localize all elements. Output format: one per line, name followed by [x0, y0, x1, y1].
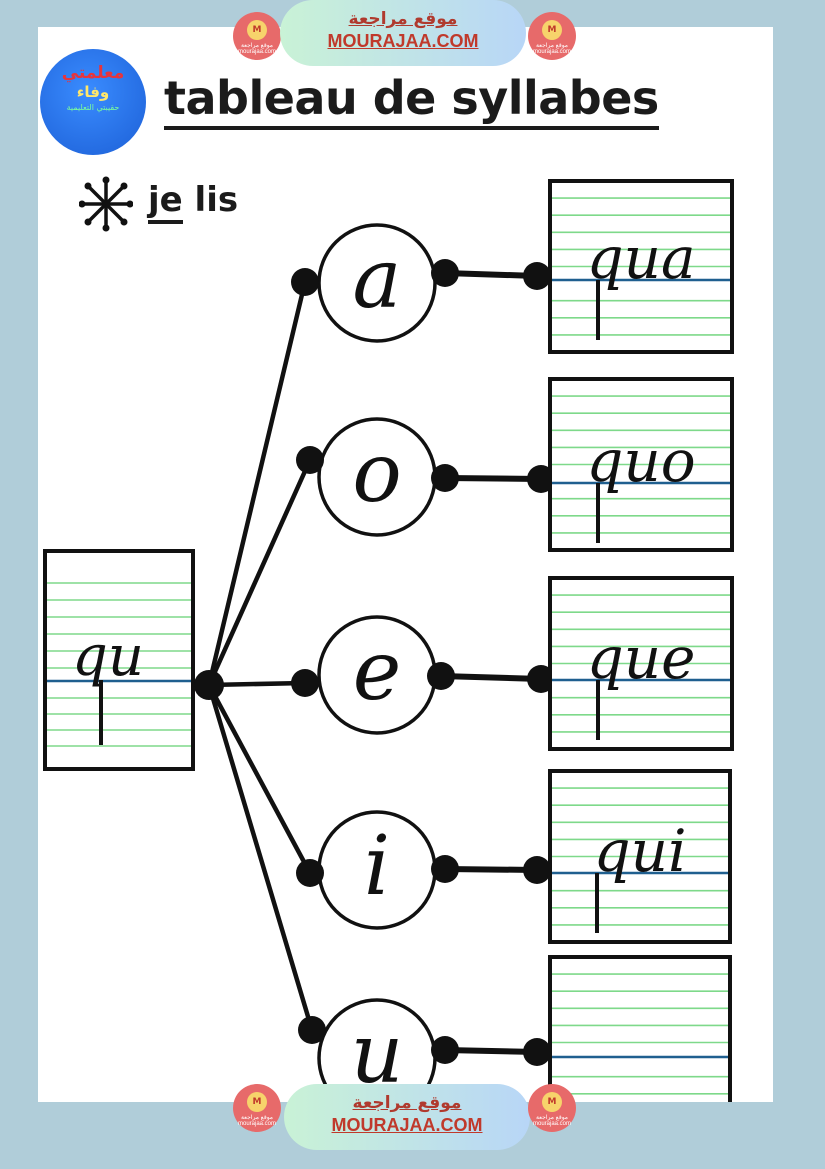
- connector-dot: [431, 464, 459, 492]
- syllable-row: i qui: [296, 769, 732, 944]
- connector-dot: [427, 662, 455, 690]
- connector-dot: [523, 1038, 551, 1066]
- site-banner-top[interactable]: موقع مراجعة MOURAJAA.COM: [280, 0, 526, 66]
- result-syllable: que: [587, 624, 696, 692]
- result-box: qua: [548, 179, 734, 354]
- syllable-row: u: [298, 955, 732, 1102]
- syllable-row: a qua: [291, 179, 734, 354]
- connector-dot: [431, 259, 459, 287]
- connector-dot: [296, 859, 324, 887]
- hub-dot: [194, 670, 224, 700]
- banner-site[interactable]: MOURAJAA.COM: [327, 31, 479, 51]
- vowel-letter: e: [353, 624, 402, 719]
- result-box: qui: [548, 769, 732, 944]
- connector-dot: [431, 855, 459, 883]
- result-syllable: quo: [586, 427, 695, 495]
- result-box: quo: [548, 377, 734, 552]
- connector-dot: [291, 669, 319, 697]
- vowel-letter: o: [352, 426, 401, 521]
- connector-dot: [296, 446, 324, 474]
- connector-dot: [431, 1036, 459, 1064]
- page-title: tableau de syllabes: [164, 72, 659, 130]
- instruction-underlined: je: [148, 180, 183, 224]
- vowel-letter: a: [353, 232, 402, 327]
- connector-dot: [298, 1016, 326, 1044]
- result-box: [548, 955, 732, 1102]
- branch-lines: [206, 281, 315, 1031]
- source-syllable: qu: [72, 624, 144, 689]
- banner-arabic: موقع مراجعة: [352, 1093, 462, 1113]
- teacher-logo: معلمتي وفاء حقيبتي التعليمية: [40, 49, 146, 155]
- result-syllable: qui: [593, 817, 686, 885]
- vowel-circle: [317, 223, 437, 343]
- banner-site[interactable]: MOURAJAA.COM: [331, 1115, 483, 1135]
- result-box: que: [548, 576, 734, 751]
- vowel-letter: i: [364, 819, 390, 914]
- connector-dot: [523, 262, 551, 290]
- banner-arabic: موقع مراجعة: [348, 9, 458, 29]
- instruction-rest: lis: [182, 180, 239, 220]
- instruction: je lis: [148, 180, 239, 224]
- asterisk-icon: [79, 176, 133, 232]
- syllable-row: o quo: [296, 377, 734, 552]
- connector-dot: [291, 268, 319, 296]
- connector-dot: [523, 856, 551, 884]
- syllable-row: e que: [291, 576, 734, 751]
- site-banner-bottom[interactable]: موقع مراجعة MOURAJAA.COM: [284, 1084, 530, 1150]
- source-box: qu: [43, 549, 195, 771]
- result-syllable: qua: [586, 224, 695, 292]
